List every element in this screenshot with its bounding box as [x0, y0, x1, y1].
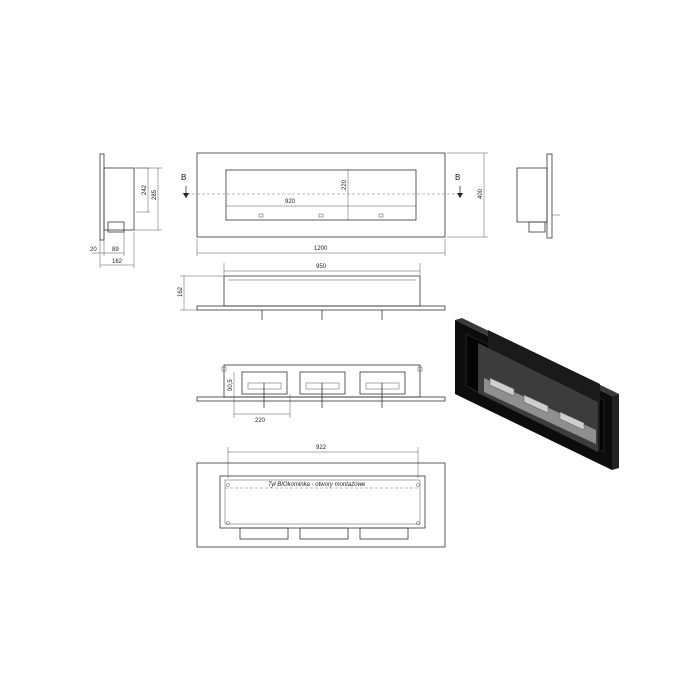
dim-242-label: 242: [142, 184, 148, 195]
burner-3: [559, 411, 585, 431]
rear-mounting-note: Tył BIOkominka - otwory montażowe: [268, 482, 366, 488]
dim-90-5-label: 90,5: [228, 379, 234, 391]
burner-2: [523, 394, 549, 414]
dim-285-label: 285: [152, 189, 158, 200]
dim-220-section-label: 220: [255, 418, 266, 424]
dim-1200-label: 1200: [314, 246, 328, 252]
mounting-hole: [416, 483, 420, 487]
mounting-hole: [416, 521, 420, 525]
rear-view: [196, 447, 446, 548]
section-mark-right: B: [455, 173, 460, 182]
left-side-view: [92, 153, 162, 268]
section-view-bb: [196, 364, 446, 418]
mounting-hole: [226, 483, 230, 487]
front-view: [182, 152, 488, 256]
section-mark-left: B: [181, 173, 186, 182]
top-view: [180, 263, 446, 320]
dim-89-label: 89: [112, 247, 119, 253]
dim-920-label: 920: [285, 199, 296, 205]
dim-950-label: 950: [316, 264, 327, 270]
right-side-view: [516, 153, 560, 239]
mounting-hole: [226, 521, 230, 525]
fireplace-3d-render: [455, 318, 619, 470]
burner-1: [489, 377, 515, 397]
dim-220-front-label: 220: [342, 179, 348, 190]
dim-20-label: 20: [90, 247, 97, 253]
dim-922-label: 922: [316, 445, 327, 451]
dim-162-top-label: 162: [178, 286, 184, 297]
dim-400-label: 400: [478, 188, 484, 199]
dim-162-left-label: 162: [112, 259, 123, 265]
